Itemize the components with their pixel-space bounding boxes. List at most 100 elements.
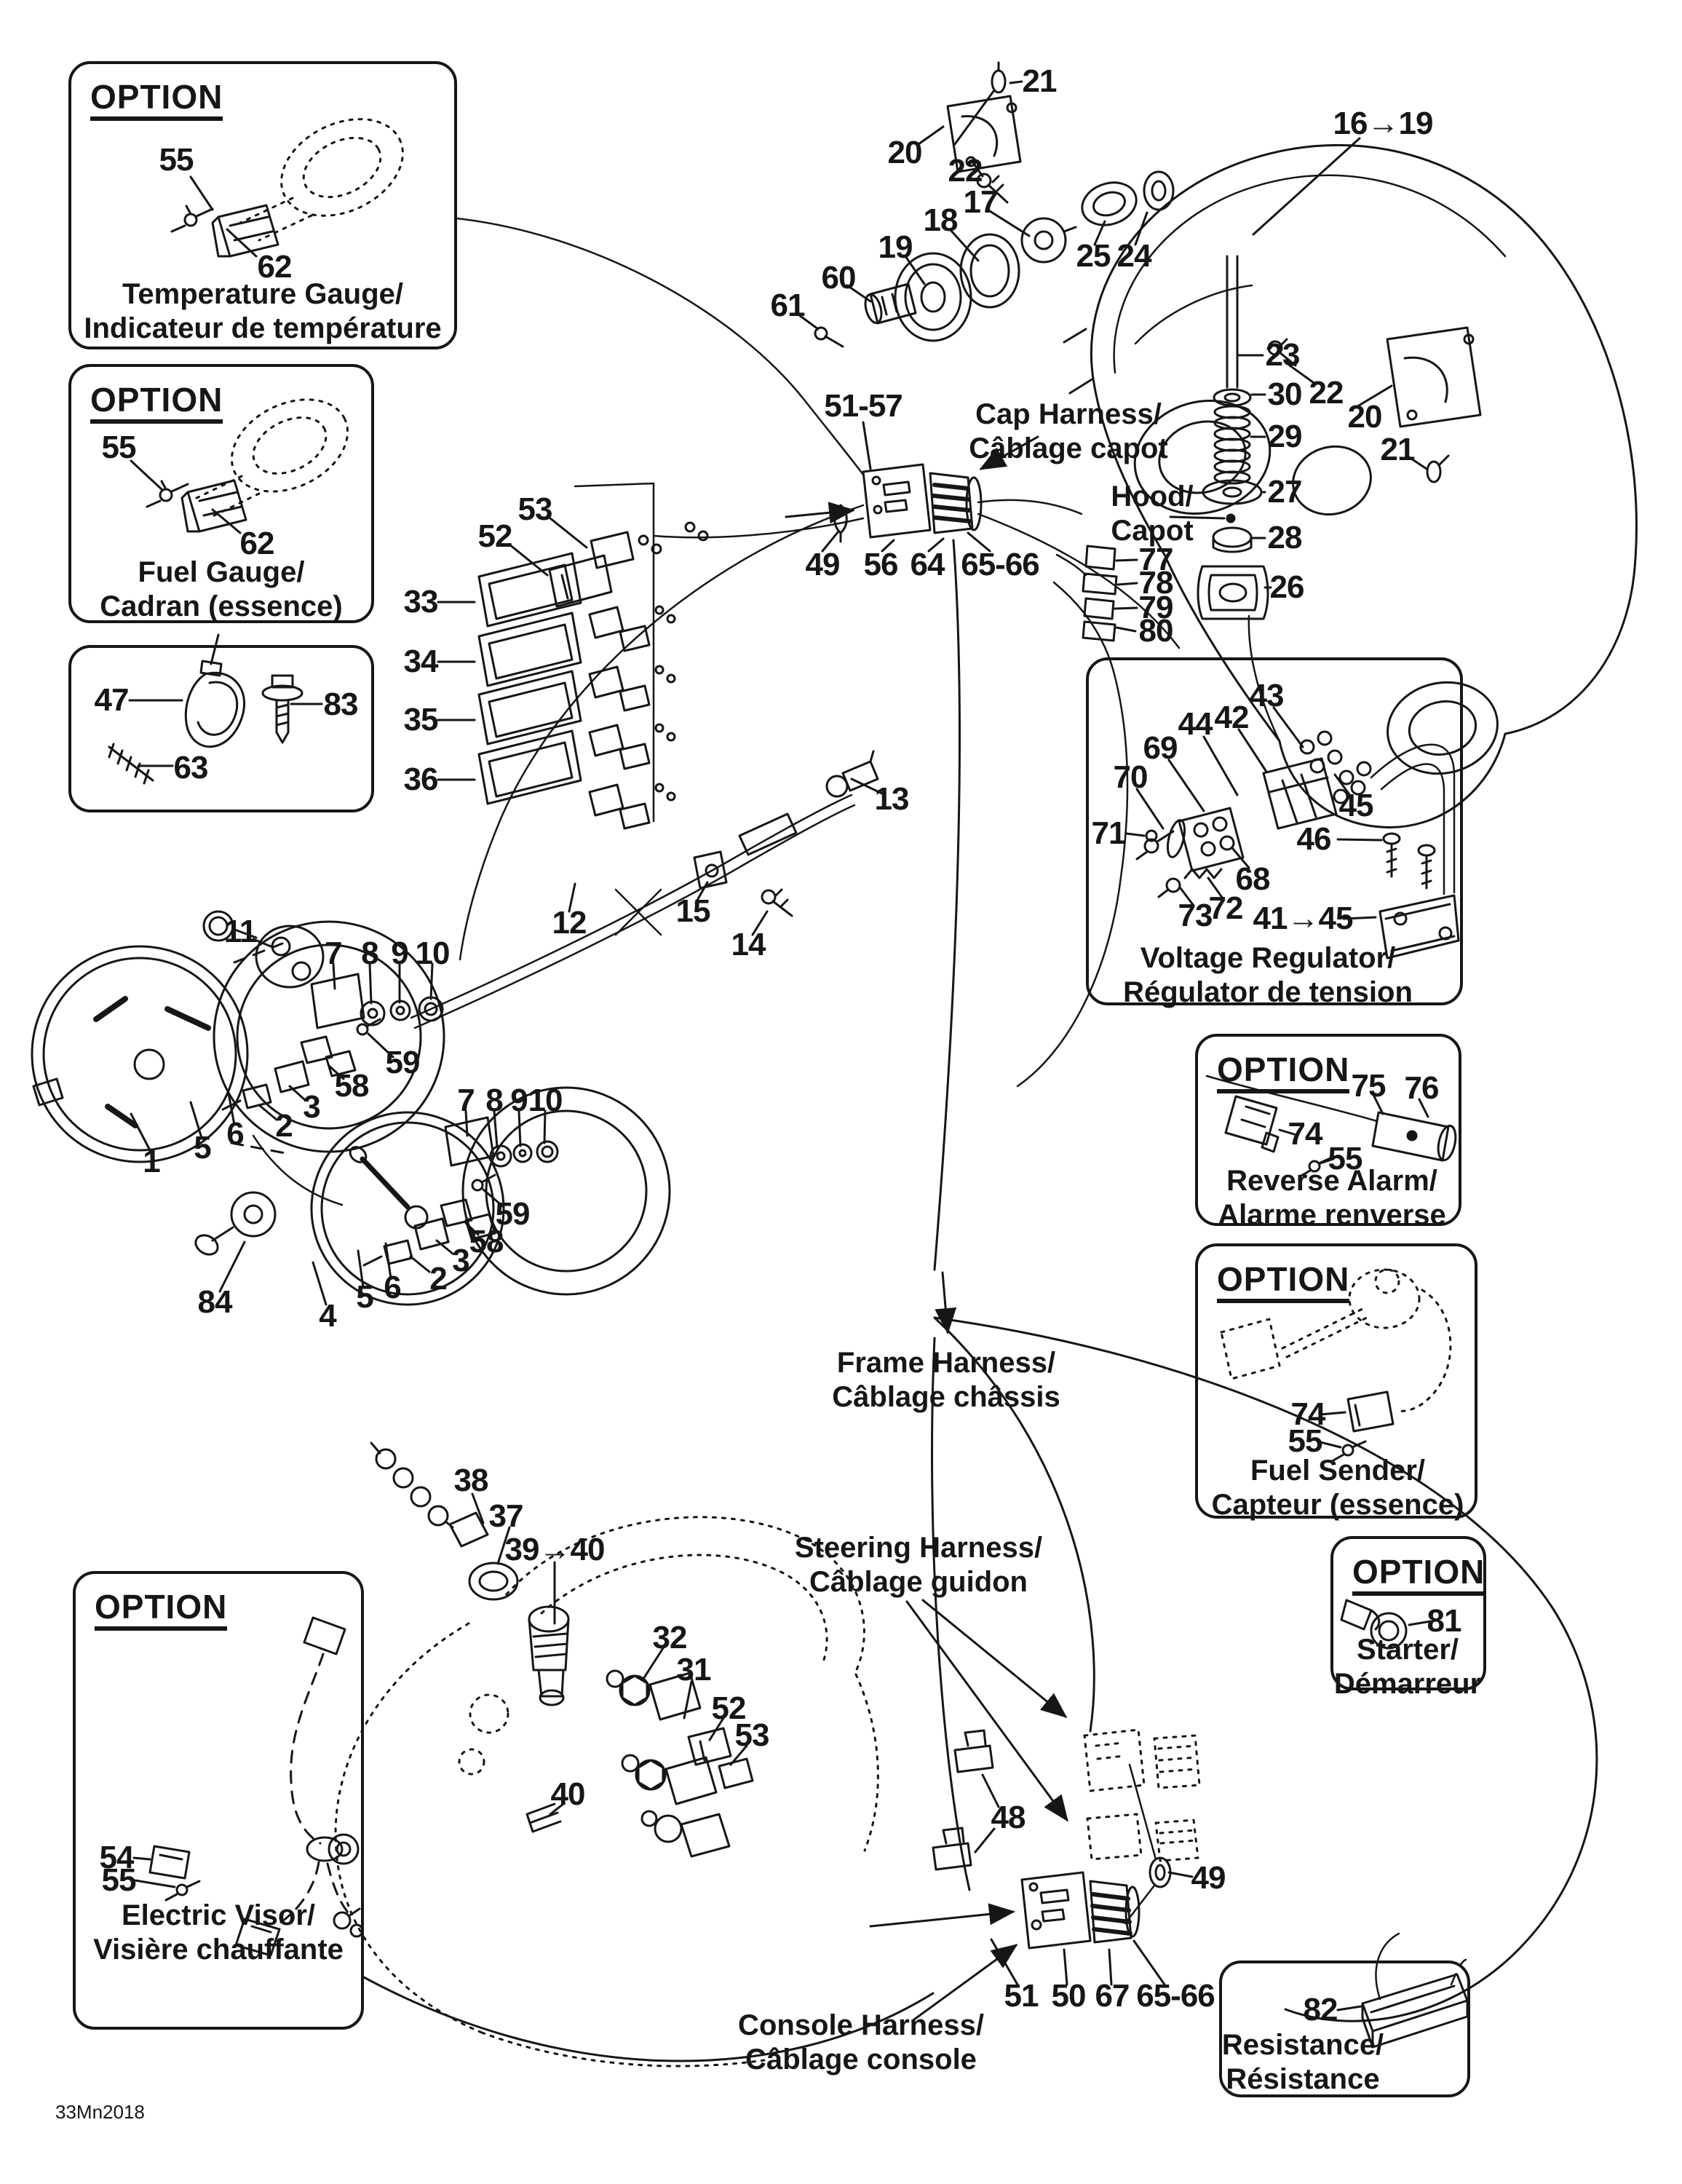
callout-22: 22 xyxy=(1309,375,1344,411)
option-label-starter: Starter/Démarreur xyxy=(1333,1633,1482,1700)
callout-77: 77 xyxy=(1138,542,1174,577)
callout-52: 52 xyxy=(477,518,513,554)
callout-81: 81 xyxy=(1427,1603,1462,1639)
callout-30: 30 xyxy=(1267,376,1303,412)
callout-29: 29 xyxy=(1267,419,1303,454)
callout-42: 42 xyxy=(1214,700,1250,735)
callout-33: 33 xyxy=(403,584,439,620)
callout-56: 56 xyxy=(863,547,899,582)
callout-3: 3 xyxy=(303,1089,321,1125)
callout-51: 51 xyxy=(1004,1978,1039,2014)
callout-28: 28 xyxy=(1267,520,1303,555)
option-box-fuel-sender: OPTION xyxy=(1195,1243,1477,1519)
callout-3: 3 xyxy=(452,1243,470,1278)
option-label-reverse-alarm: Reverse Alarm/Alarme renverse xyxy=(1218,1164,1446,1231)
callout-53: 53 xyxy=(734,1717,770,1753)
callout-2: 2 xyxy=(275,1108,293,1144)
callout-27: 27 xyxy=(1267,474,1303,510)
callout-58: 58 xyxy=(334,1068,370,1104)
callout-36: 36 xyxy=(403,761,439,797)
callout-16→19: 16→19 xyxy=(1333,106,1434,141)
callout-83: 83 xyxy=(323,687,359,722)
label-steering-harness: Steering Harness/Câblage guidon xyxy=(794,1531,1043,1598)
callout-47: 47 xyxy=(94,682,130,718)
callout-55: 55 xyxy=(159,142,194,178)
option-box-resistance xyxy=(1219,1961,1470,2097)
callout-13: 13 xyxy=(874,781,910,817)
option-box-fasteners xyxy=(68,645,374,812)
callout-55: 55 xyxy=(101,430,137,465)
callout-18: 18 xyxy=(923,202,959,238)
callout-23: 23 xyxy=(1265,337,1301,373)
callout-63: 63 xyxy=(173,750,209,786)
callout-25: 25 xyxy=(1076,238,1111,274)
callout-10: 10 xyxy=(528,1083,563,1118)
callout-31: 31 xyxy=(676,1652,712,1688)
callout-8: 8 xyxy=(361,935,379,971)
callout-54: 54 xyxy=(99,1840,135,1875)
callout-11: 11 xyxy=(223,914,258,949)
callout-14: 14 xyxy=(731,927,766,962)
callout-5: 5 xyxy=(194,1130,212,1166)
option-box-electric-visor: OPTION xyxy=(73,1571,364,2030)
callout-49: 49 xyxy=(805,547,841,582)
callout-37: 37 xyxy=(488,1498,524,1534)
option-title-electric-visor: OPTION xyxy=(95,1590,228,1631)
callout-62: 62 xyxy=(257,249,293,285)
callout-7: 7 xyxy=(325,935,343,971)
callout-69: 69 xyxy=(1143,730,1178,766)
callout-6: 6 xyxy=(226,1116,245,1152)
callout-6: 6 xyxy=(384,1270,402,1305)
option-title-reverse-alarm: OPTION xyxy=(1217,1053,1350,1093)
callout-45: 45 xyxy=(1338,788,1374,823)
callout-44: 44 xyxy=(1178,706,1213,742)
callout-21: 21 xyxy=(1380,432,1416,467)
option-title-fuel-gauge: OPTION xyxy=(90,383,223,424)
part-code: 33Mn2018 xyxy=(55,2101,145,2123)
callout-7: 7 xyxy=(457,1083,475,1118)
callout-76: 76 xyxy=(1404,1070,1440,1106)
option-label-electric-visor: Electric Visor/Visière chauffante xyxy=(93,1899,344,1966)
callout-24: 24 xyxy=(1116,238,1152,274)
callout-64: 64 xyxy=(910,547,945,582)
option-label-fuel-sender: Fuel Sender/Capteur (essence) xyxy=(1211,1454,1464,1521)
callout-79: 79 xyxy=(1138,590,1174,625)
callout-82: 82 xyxy=(1303,1992,1338,2027)
callout-65-66: 65-66 xyxy=(961,547,1040,582)
callout-2: 2 xyxy=(429,1261,448,1297)
option-box-reverse-alarm: OPTION xyxy=(1195,1034,1461,1226)
callout-17: 17 xyxy=(963,184,999,220)
option-label-resistance: Resistance/Résistance xyxy=(1221,2028,1384,2095)
callout-61: 61 xyxy=(770,288,806,323)
label-hood: Hood/Capot xyxy=(1111,480,1194,547)
option-title-fuel-sender: OPTION xyxy=(1217,1262,1350,1303)
callout-38: 38 xyxy=(453,1463,489,1498)
callout-46: 46 xyxy=(1296,821,1332,857)
callout-71: 71 xyxy=(1091,815,1127,851)
callout-58: 58 xyxy=(469,1224,504,1259)
callout-39→40: 39→40 xyxy=(504,1532,606,1567)
callout-55: 55 xyxy=(1328,1141,1363,1176)
callout-9: 9 xyxy=(510,1083,528,1118)
callout-59: 59 xyxy=(495,1196,531,1232)
callout-34: 34 xyxy=(403,644,439,679)
callout-49: 49 xyxy=(1191,1860,1226,1896)
callout-84: 84 xyxy=(197,1284,233,1320)
callout-53: 53 xyxy=(517,491,553,527)
callout-22: 22 xyxy=(948,153,983,189)
callout-74: 74 xyxy=(1288,1116,1323,1152)
callout-5: 5 xyxy=(356,1279,374,1315)
callout-48: 48 xyxy=(991,1800,1026,1835)
callout-70: 70 xyxy=(1113,759,1149,795)
callout-41→45: 41→45 xyxy=(1253,901,1354,936)
callout-32: 32 xyxy=(652,1620,688,1655)
callout-43: 43 xyxy=(1249,678,1285,713)
callout-35: 35 xyxy=(403,702,439,737)
option-label-voltage-regulator: Voltage Regulator/Régulator de tension xyxy=(1123,941,1413,1008)
callout-68: 68 xyxy=(1235,861,1271,897)
callout-8: 8 xyxy=(485,1083,504,1118)
callout-72: 72 xyxy=(1208,890,1244,926)
option-title-temperature-gauge: OPTION xyxy=(90,80,223,121)
